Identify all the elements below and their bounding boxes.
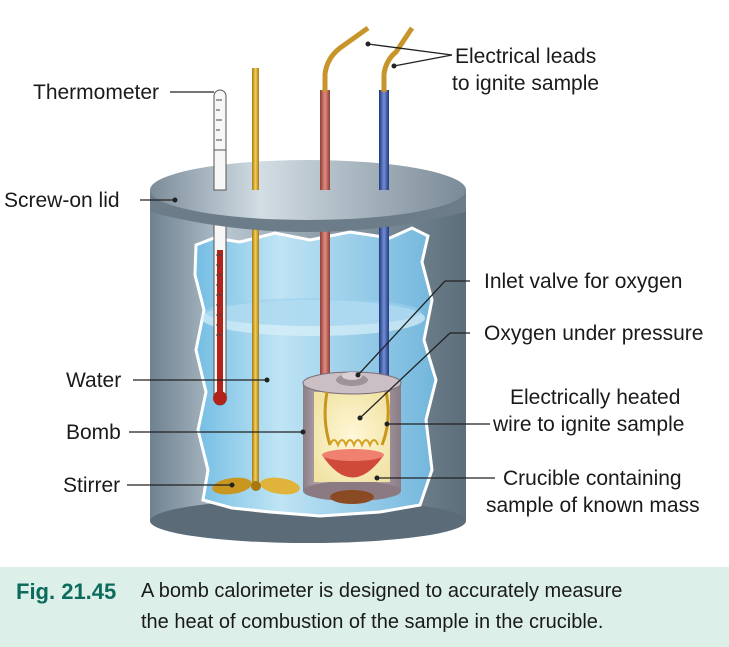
bomb bbox=[302, 371, 402, 504]
figure-number: Fig. 21.45 bbox=[16, 579, 117, 604]
electrode-blue bbox=[379, 26, 415, 385]
label-heated-wire: Electrically heated bbox=[510, 386, 680, 409]
label-oxygen-pressure: Oxygen under pressure bbox=[484, 322, 703, 345]
label-crucible-line2: sample of known mass bbox=[486, 494, 700, 517]
label-screw-on-lid: Screw-on lid bbox=[4, 189, 120, 212]
label-thermometer: Thermometer bbox=[33, 81, 159, 104]
label-electrical-leads: Electrical leads bbox=[455, 45, 596, 68]
label-electrical-leads-line2: to ignite sample bbox=[452, 72, 599, 95]
bomb-calorimeter-diagram: Electrical leads to ignite sample Thermo… bbox=[4, 25, 703, 543]
caption-line-1: A bomb calorimeter is designed to accura… bbox=[141, 580, 623, 602]
leader-lines bbox=[127, 41, 495, 488]
label-crucible: Crucible containing bbox=[503, 467, 682, 490]
label-water: Water bbox=[66, 369, 121, 392]
label-bomb: Bomb bbox=[66, 421, 121, 444]
caption-line-2: the heat of combustion of the sample in … bbox=[141, 611, 604, 633]
label-heated-wire-line2: wire to ignite sample bbox=[492, 413, 684, 436]
electrode-red bbox=[320, 25, 370, 385]
screw-on-lid bbox=[150, 149, 466, 232]
thermometer bbox=[213, 89, 227, 406]
label-stirrer: Stirrer bbox=[63, 474, 120, 497]
label-inlet-valve: Inlet valve for oxygen bbox=[484, 270, 682, 293]
figure-caption: Fig. 21.45 A bomb calorimeter is designe… bbox=[0, 567, 729, 647]
